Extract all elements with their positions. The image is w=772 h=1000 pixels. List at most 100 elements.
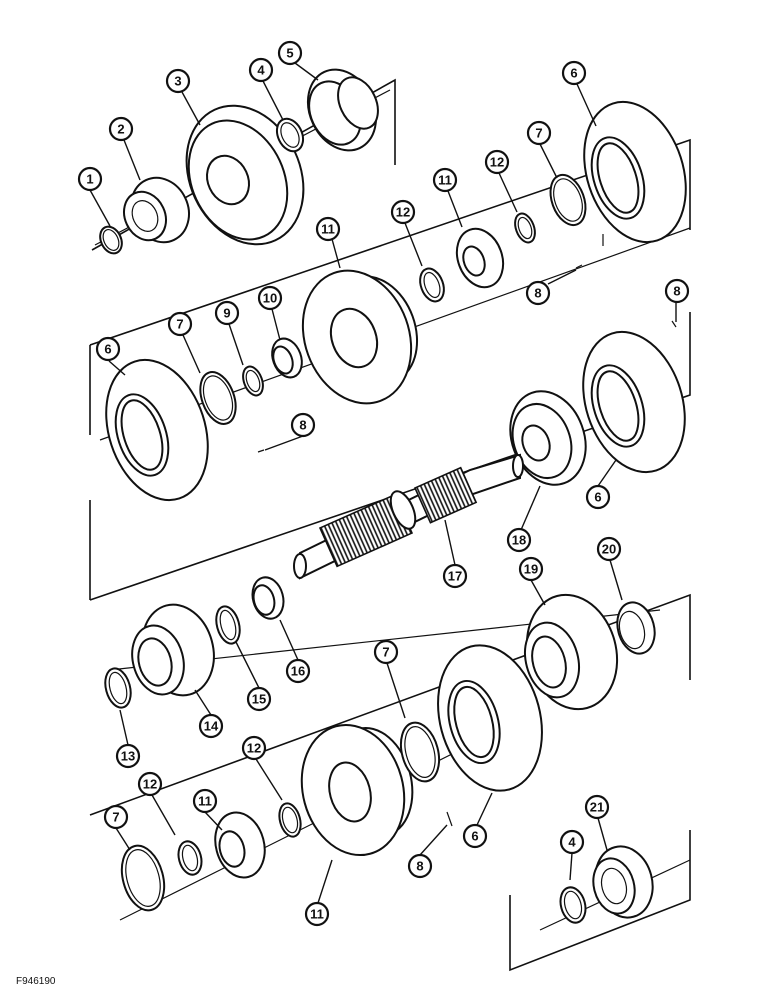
callout-11-lower: 11 (192, 788, 218, 814)
snap-ring-part-12-lower (177, 840, 203, 876)
callout-6-right: 6 (585, 484, 611, 510)
svg-text:11: 11 (321, 222, 335, 237)
svg-text:12: 12 (143, 777, 157, 792)
callout-7-topright: 7 (526, 120, 552, 146)
svg-text:16: 16 (291, 664, 305, 679)
bearing-part-2 (123, 176, 190, 244)
callout-19: 19 (518, 556, 544, 582)
seal-part-20 (616, 601, 656, 655)
group-frames (89, 78, 691, 972)
callout-7-lower-mid: 7 (373, 639, 399, 665)
svg-text:21: 21 (590, 800, 604, 815)
gear-part-18 (509, 390, 587, 486)
svg-text:6: 6 (471, 829, 478, 844)
plate-part-6-lower (437, 644, 543, 792)
svg-text:18: 18 (512, 533, 526, 548)
svg-text:10: 10 (263, 291, 277, 306)
coupler-part-11-lower (214, 811, 266, 879)
svg-text:6: 6 (570, 66, 577, 81)
callout-11-mid: 11 (315, 216, 341, 242)
svg-text:4: 4 (257, 63, 265, 78)
svg-text:4: 4 (568, 835, 576, 850)
shaft-part-17 (293, 453, 524, 580)
callout-14: 14 (198, 713, 224, 739)
callout-7-lower: 7 (103, 804, 129, 830)
gear-part-3 (185, 104, 305, 246)
coupler-part-11-mid (455, 227, 505, 289)
callout-8-bottom: 8 (407, 853, 433, 879)
ring-part-7-lower-mid (399, 721, 441, 783)
svg-text:7: 7 (176, 317, 183, 332)
svg-text:8: 8 (673, 284, 680, 299)
callout-6-left: 6 (95, 336, 121, 362)
svg-text:7: 7 (535, 126, 542, 141)
ring-part-7-left (199, 371, 237, 425)
ring-part-7-lower (120, 844, 166, 912)
dowel-pins (257, 234, 677, 827)
snap-ring-part-9 (242, 365, 264, 397)
needle-bearing-part-16 (251, 576, 285, 620)
callout-12-lower-right: 12 (241, 735, 267, 761)
svg-text:3: 3 (174, 74, 181, 89)
callout-21: 21 (584, 794, 610, 820)
svg-text:8: 8 (534, 286, 541, 301)
callout-4-bottom: 4 (559, 829, 585, 855)
callout-12-mid: 12 (390, 199, 416, 225)
snap-ring-part-4-bottom (559, 886, 587, 924)
svg-text:11: 11 (198, 794, 212, 809)
callout-8-right: 8 (664, 278, 690, 304)
svg-text:14: 14 (204, 719, 219, 734)
svg-text:6: 6 (594, 490, 601, 505)
ring-part-7-right (549, 173, 587, 227)
callout-8-mid: 8 (525, 280, 551, 306)
callout-4-top: 4 (248, 57, 274, 83)
svg-text:9: 9 (223, 306, 230, 321)
svg-text:1: 1 (86, 172, 93, 187)
callout-16: 16 (285, 658, 311, 684)
callout-5: 5 (277, 40, 303, 66)
callout-6-bottom: 6 (462, 823, 488, 849)
callout-15: 15 (246, 686, 272, 712)
gear-part-19 (524, 593, 619, 711)
callout-2: 2 (108, 116, 134, 142)
callout-6-topright: 6 (561, 60, 587, 86)
gear-part-5 (306, 68, 379, 152)
bearing-part-21 (592, 845, 654, 919)
plate-part-6-left (105, 358, 209, 502)
svg-text:2: 2 (117, 122, 124, 137)
hub-part-11-mid (301, 269, 419, 405)
callout-8-left: 8 (290, 412, 316, 438)
svg-text:8: 8 (416, 859, 423, 874)
callout-12-topright: 12 (484, 149, 510, 175)
svg-text:7: 7 (112, 810, 119, 825)
callout-13: 13 (115, 743, 141, 769)
needle-bearing-part-10 (271, 337, 303, 379)
svg-text:11: 11 (438, 173, 452, 188)
svg-text:7: 7 (382, 645, 389, 660)
figure-id: F946190 (16, 976, 56, 987)
callout-7-left: 7 (167, 311, 193, 337)
callout-10: 10 (257, 285, 283, 311)
svg-text:19: 19 (524, 562, 538, 577)
svg-text:12: 12 (247, 741, 261, 756)
callout-9: 9 (214, 300, 240, 326)
callout-11-topright: 11 (432, 167, 458, 193)
callout-3: 3 (165, 68, 191, 94)
svg-text:12: 12 (490, 155, 504, 170)
callout-11-bottom: 11 (304, 901, 330, 927)
snap-ring-part-13 (104, 667, 132, 709)
snap-ring-part-12-mid (419, 267, 445, 303)
svg-text:13: 13 (121, 749, 135, 764)
gear-part-14 (131, 603, 215, 697)
callout-12-lower: 12 (137, 771, 163, 797)
svg-text:11: 11 (310, 907, 324, 922)
callout-17: 17 (442, 563, 468, 589)
leader-lines (89, 62, 677, 904)
callout-1: 1 (77, 166, 103, 192)
svg-text:8: 8 (299, 418, 306, 433)
svg-text:12: 12 (396, 205, 410, 220)
callout-18: 18 (506, 527, 532, 553)
plate-part-6-right (582, 330, 686, 474)
svg-text:15: 15 (252, 692, 266, 707)
